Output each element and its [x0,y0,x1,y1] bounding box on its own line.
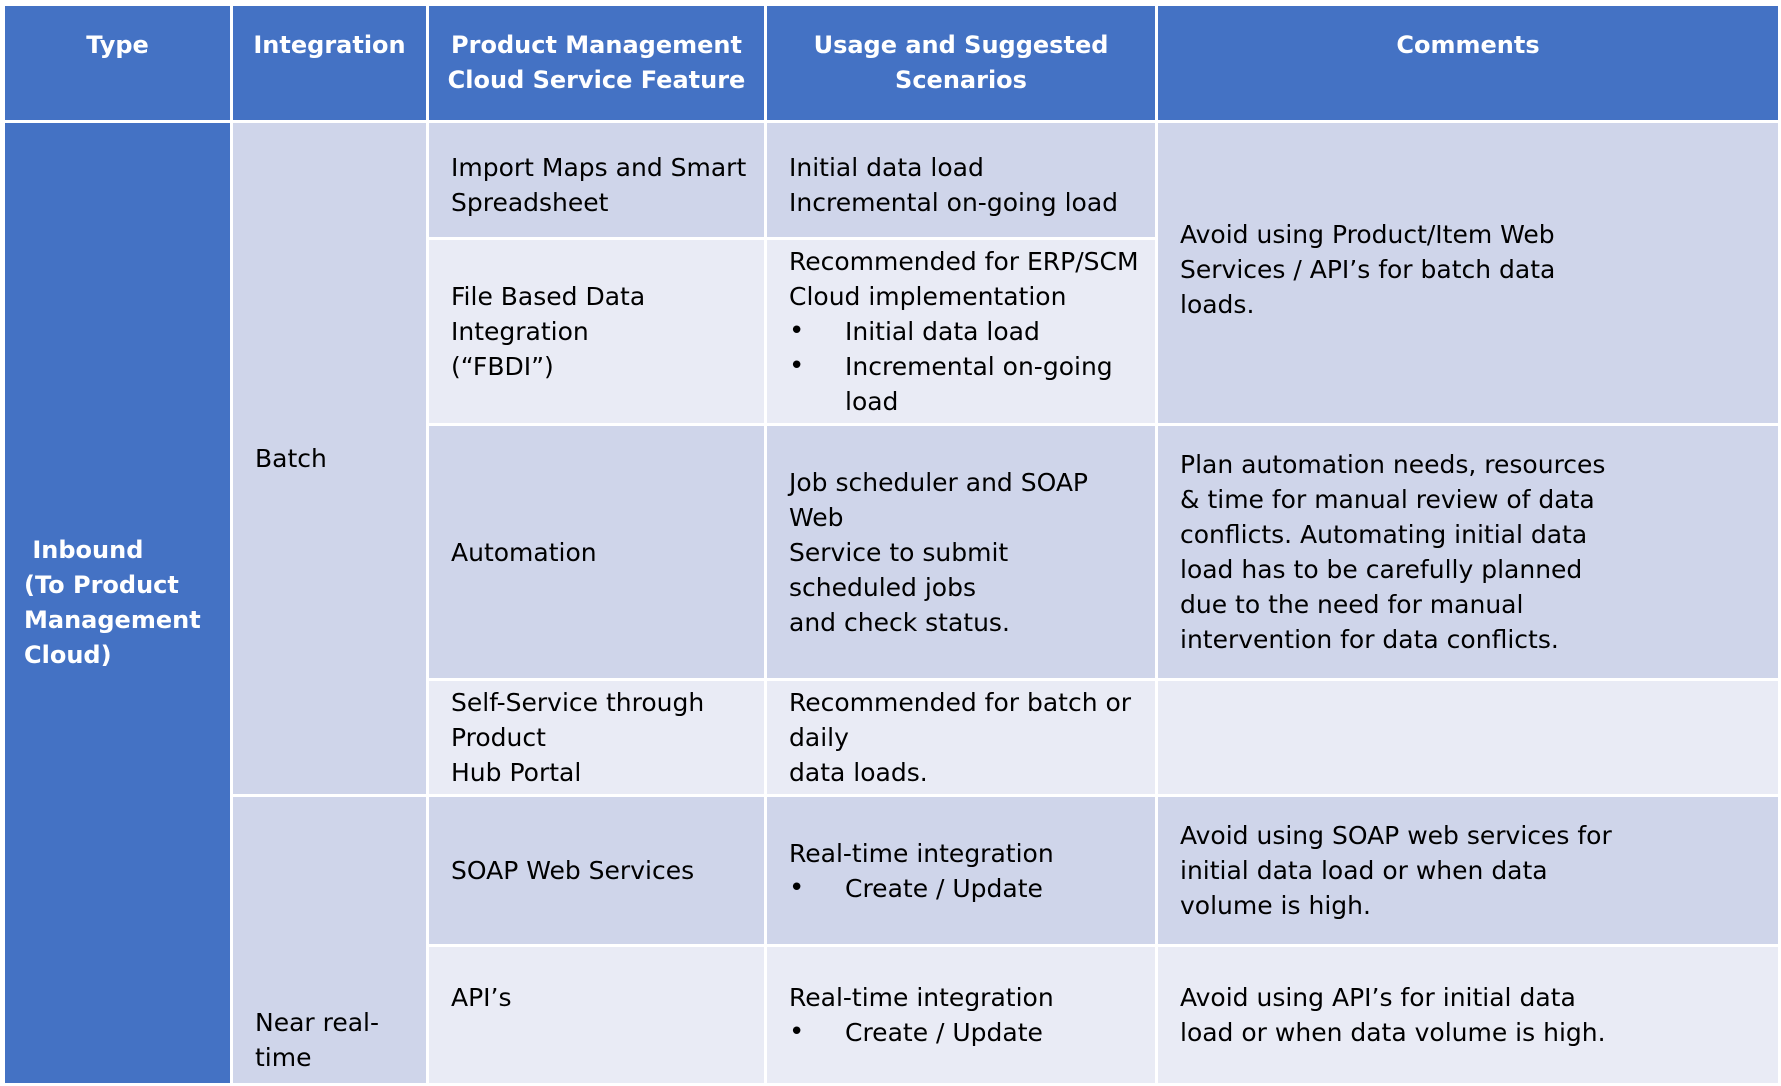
table-row: Near real-time SOAP Web Services Real-ti… [4,794,1781,1086]
header-integration: Integration [230,3,429,123]
comment-line: conflicts. Automating initial data [1180,520,1588,549]
usage-line: Real-time integration [789,838,1054,868]
table-row: Self-Service through Product Hub Portal … [4,678,1781,797]
comment-line: Avoid using SOAP web services for [1180,821,1612,850]
type-line: (To Product [24,571,179,599]
header-comments: Comments [1155,3,1781,123]
feature-line: SOAP Web Services [451,856,695,885]
comment-cell: Avoid using API’s for initial data load … [1155,944,1781,1086]
usage-line: Incremental on-going load [789,188,1119,217]
usage-cell: Job scheduler and SOAP Web Service to su… [764,423,1158,681]
usage-line: and check status. [789,607,1010,637]
usage-bullet: Create / Update [789,871,1139,906]
feature-line: (“FBDI”) [451,352,554,381]
usage-line: Real-time integration [789,983,1054,1012]
comment-line: Avoid using API’s for initial data [1180,983,1576,1012]
usage-line: Job scheduler and SOAP Web [789,467,1089,532]
usage-cell: Initial data load Incremental on-going l… [764,120,1158,240]
usage-line: Initial data load [789,153,984,182]
header-feature: Product Management Cloud Service Feature [426,3,767,123]
table-row: Inbound (To Product Management Cloud) Ba… [2,120,1781,1086]
usage-bullet: Create / Update [789,1015,1139,1050]
comment-line: Plan automation needs, resources [1180,450,1606,479]
comment-line: due to the need for manual [1180,590,1524,619]
usage-line: Cloud implementation [789,282,1067,311]
header-row: Type Integration Product Management Clou… [2,3,1781,123]
usage-line: Recommended for ERP/SCM [789,247,1139,276]
feature-line: Import Maps and Smart [451,153,747,182]
comment-line: initial data load or when data [1180,856,1548,885]
feature-line: Spreadsheet [451,188,609,217]
comment-cell: Avoid using SOAP web services for initia… [1155,794,1781,947]
comment-line: intervention for data conflicts. [1180,625,1559,654]
integration-table: Type Integration Product Management Clou… [2,3,1781,1086]
usage-cell: Real-time integration Create / Update [764,794,1158,947]
usage-line: data loads. [789,758,928,787]
type-line: Cloud) [24,641,112,669]
usage-bullet: Initial data load [789,314,1139,349]
feature-cell: Self-Service through Product Hub Portal [426,678,767,797]
feature-line: Hub Portal [451,758,582,787]
comment-cell-empty [1155,678,1781,797]
feature-line: Self-Service through Product [451,688,705,752]
feature-line: Automation [451,537,597,567]
feature-cell: Automation [426,423,767,681]
usage-line: Recommended for batch or daily [789,688,1132,752]
header-usage: Usage and Suggested Scenarios [764,3,1158,123]
table-row: Automation Job scheduler and SOAP Web Se… [4,423,1781,681]
comment-line: & time for manual review of data [1180,485,1595,514]
comment-line: load has to be carefully planned [1180,555,1583,584]
feature-line: API’s [451,983,512,1012]
comment-cell: Plan automation needs, resources & time … [1155,423,1781,681]
comment-line: volume is high. [1180,891,1371,920]
type-line: Inbound [24,536,144,564]
usage-cell: Real-time integration Create / Update [764,944,1158,1086]
usage-bullet-list: Create / Update [789,871,1139,906]
feature-line: File Based Data Integration [451,282,646,346]
table-row: File Based Data Integration (“FBDI”) Rec… [4,237,1780,426]
feature-cell: SOAP Web Services [426,794,767,947]
feature-cell: File Based Data Integration (“FBDI”) [426,237,767,426]
feature-cell: API’s [426,944,767,1086]
comment-cell: Avoid using Product/Item Web Services / … [1155,120,1781,426]
type-cell-inbound: Inbound (To Product Management Cloud) [2,120,233,1086]
usage-cell: Recommended for batch or daily data load… [764,678,1158,797]
usage-cell: Recommended for ERP/SCM Cloud implementa… [764,237,1158,426]
integration-near-real-time: Near real-time [230,794,429,1086]
usage-bullet-list: Create / Update [789,1015,1139,1050]
feature-cell: Import Maps and Smart Spreadsheet [426,120,767,240]
usage-bullet-list: Initial data load Incremental on-going l… [789,314,1139,419]
comment-line: Services / API’s for batch data [1180,255,1556,284]
type-line: Management [24,606,201,634]
usage-bullet: Incremental on-going load [789,349,1139,419]
comment-line: load or when data volume is high. [1180,1018,1606,1047]
usage-line: Service to submit scheduled jobs [789,537,1009,602]
header-type: Type [2,3,233,123]
integration-batch: Batch [230,120,429,797]
table-row: API’s Real-time integration Create / Upd… [4,944,1781,1086]
comment-line: Avoid using Product/Item Web [1180,220,1555,249]
comment-line: loads. [1180,290,1255,319]
